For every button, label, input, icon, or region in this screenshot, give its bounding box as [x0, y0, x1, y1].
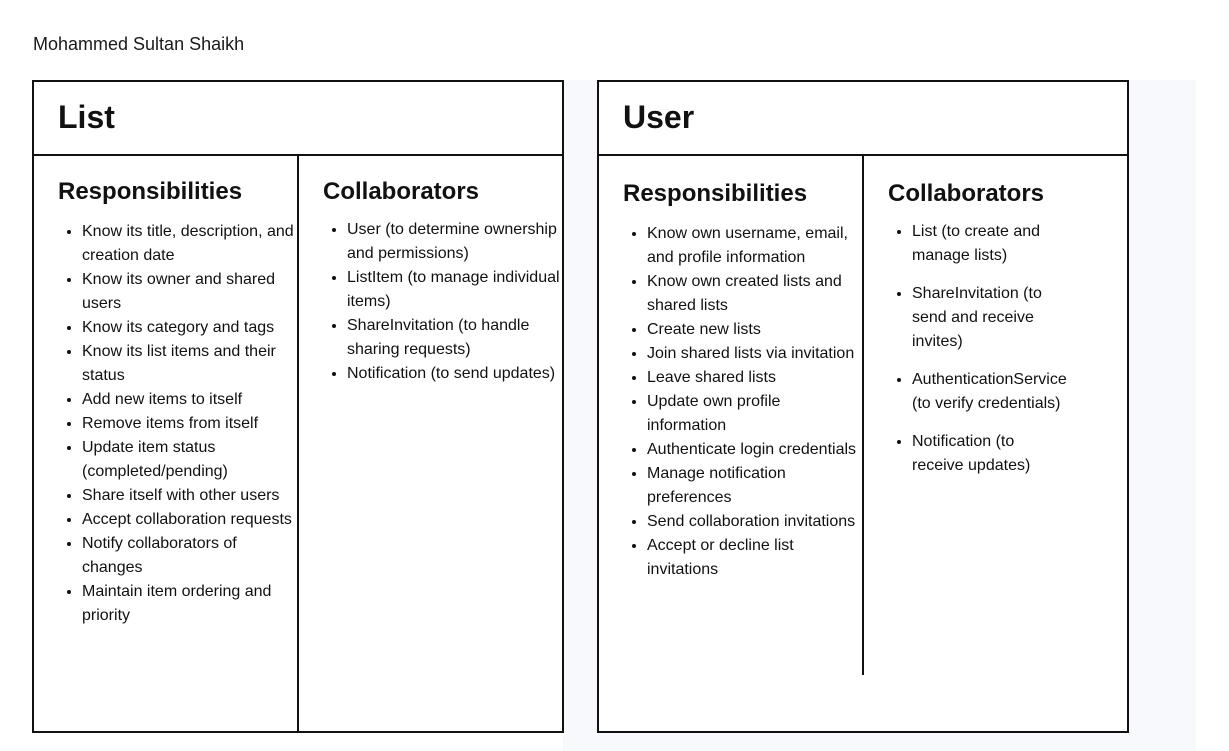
- list-item: Add new items to itself: [82, 388, 297, 412]
- crc-card-list: List Responsibilities Know its title, de…: [32, 80, 564, 733]
- collaborators-heading: Collaborators: [323, 178, 480, 205]
- list-item: Know its title, description, and creatio…: [82, 220, 297, 268]
- card-title: User: [599, 82, 1127, 156]
- list-item: Notification (to receive updates): [912, 430, 1067, 478]
- responsibilities-heading: Responsibilities: [58, 178, 243, 205]
- list-item: Join shared lists via invitation: [647, 342, 862, 366]
- list-item: User (to determine ownership and permiss…: [347, 218, 562, 266]
- list-item: Accept collaboration requests: [82, 508, 297, 532]
- list-item: Know own username, email, and profile in…: [647, 222, 862, 270]
- list-item: Share itself with other users: [82, 484, 297, 508]
- card-title: List: [34, 82, 562, 156]
- responsibilities-column: Responsibilities Know its title, descrip…: [34, 156, 297, 731]
- list-item: Maintain item ordering and priority: [82, 580, 297, 628]
- list-item: ShareInvitation (to send and receive inv…: [912, 282, 1067, 354]
- list-item: AuthenticationService (to verify credent…: [912, 368, 1067, 416]
- list-item: Update item status (completed/pending): [82, 436, 297, 484]
- collaborators-list: User (to determine ownership and permiss…: [299, 218, 562, 386]
- list-item: List (to create and manage lists): [912, 220, 1067, 268]
- author-name: Mohammed Sultan Shaikh: [33, 34, 245, 54]
- list-item: Know own created lists and shared lists: [647, 270, 862, 318]
- responsibilities-list: Know its title, description, and creatio…: [34, 220, 297, 628]
- list-item: ShareInvitation (to handle sharing reque…: [347, 314, 562, 362]
- responsibilities-column: Responsibilities Know own username, emai…: [599, 156, 862, 731]
- list-item: Notify collaborators of changes: [82, 532, 297, 580]
- crc-card-user: User Responsibilities Know own username,…: [597, 80, 1129, 733]
- collaborators-heading: Collaborators: [888, 180, 1045, 207]
- collaborators-column: Collaborators User (to determine ownersh…: [297, 156, 562, 731]
- list-item: Remove items from itself: [82, 412, 297, 436]
- list-item: Know its category and tags: [82, 316, 297, 340]
- list-item: Authenticate login credentials: [647, 438, 862, 462]
- list-item: Accept or decline list invitations: [647, 534, 862, 582]
- list-item: Leave shared lists: [647, 366, 862, 390]
- responsibilities-heading: Responsibilities: [623, 180, 808, 207]
- list-item: Notification (to send updates): [347, 362, 562, 386]
- list-item: Create new lists: [647, 318, 862, 342]
- list-item: ListItem (to manage individual items): [347, 266, 562, 314]
- collaborators-column: Collaborators List (to create and manage…: [862, 156, 1127, 675]
- list-item: Manage notification preferences: [647, 462, 862, 510]
- list-item: Know its owner and shared users: [82, 268, 297, 316]
- list-item: Know its list items and their status: [82, 340, 297, 388]
- list-item: Send collaboration invitations: [647, 510, 862, 534]
- responsibilities-list: Know own username, email, and profile in…: [599, 222, 862, 582]
- list-item: Update own profile information: [647, 390, 862, 438]
- collaborators-list: List (to create and manage lists) ShareI…: [864, 220, 1127, 478]
